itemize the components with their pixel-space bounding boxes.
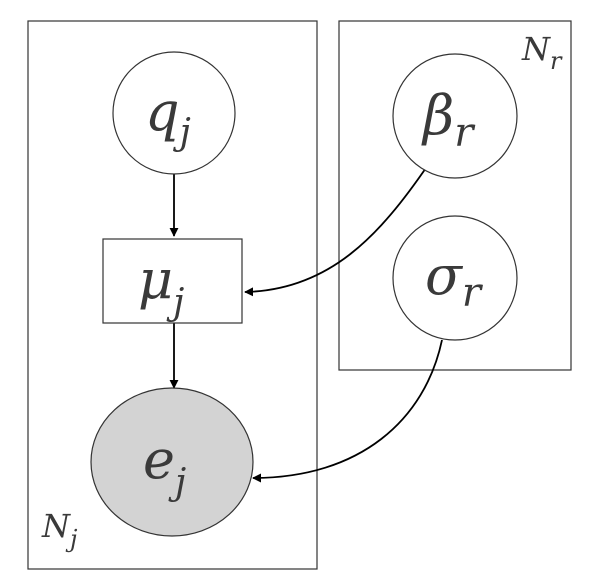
- node-sigma-label: σr: [425, 244, 484, 316]
- node-e-shape: [90, 387, 254, 537]
- node-q-label: qj: [145, 80, 191, 153]
- node-sigma: σr: [392, 215, 518, 341]
- node-q: qj: [112, 51, 236, 175]
- plate-r-label: Nr: [521, 30, 563, 75]
- node-mu-shape: [102, 238, 243, 324]
- node-sigma-shape: [392, 215, 518, 341]
- node-q-shape: [112, 51, 236, 175]
- plate-r: [338, 20, 572, 371]
- edge-beta-to-mu: [244, 164, 429, 297]
- edge-sigma-to-e: [252, 339, 443, 483]
- plate-j: [27, 20, 318, 570]
- node-e: ej: [90, 387, 254, 537]
- node-mu: μj: [102, 238, 243, 324]
- plate-j-label: Nj: [41, 507, 78, 553]
- node-beta: βr: [392, 53, 518, 179]
- node-beta-shape: [392, 53, 518, 179]
- node-beta-label: βr: [421, 84, 476, 156]
